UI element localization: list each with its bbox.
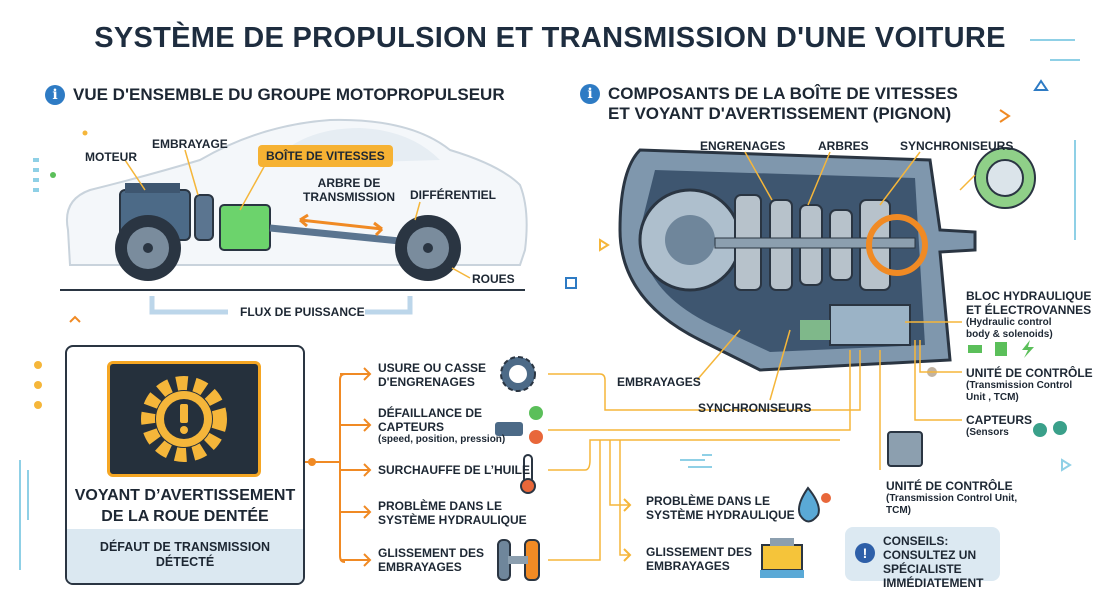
label-hydraulic-block: BLOC HYDRAULIQUE ET ÉLECTROVANNES (Hydra…	[966, 289, 1091, 341]
solenoid-icons	[968, 340, 1034, 358]
advice-line: IMMÉDIATEMENT	[883, 576, 984, 590]
label-sub: body & solenoids)	[966, 329, 1053, 340]
cause-line: D'ENGRENAGES	[378, 375, 475, 389]
label-line: ARBRE DE	[317, 176, 381, 190]
control-chip-icon	[887, 431, 923, 467]
label-synchronizers-top: SYNCHRONISEURS	[900, 139, 1014, 153]
label-clutches: EMBRAYAGES	[617, 375, 701, 389]
valve-body-icon	[760, 538, 804, 578]
info-icon: i	[580, 84, 600, 104]
title-line: DE LA ROUE DENTÉE	[101, 508, 269, 525]
cause-line: EMBRAYAGES	[646, 559, 730, 573]
label-differential: DIFFÉRENTIEL	[410, 188, 496, 202]
cause-sub: (speed, position, pression)	[378, 434, 506, 445]
thermometer-icon	[520, 454, 536, 494]
cause-line: EMBRAYAGES	[378, 560, 462, 574]
label-line: UNITÉ DE CONTRÔLE	[886, 479, 1013, 493]
front-wheel	[115, 215, 181, 281]
advice-title: CONSEILS:	[883, 534, 949, 548]
footer-line: DÉTECTÉ	[155, 555, 215, 569]
cause-line: GLISSEMENT DES	[378, 546, 485, 560]
cause-line: SURCHAUFFE DE L’HUILE	[378, 463, 531, 477]
label-wheels: ROUES	[472, 272, 515, 286]
title-line: VOYANT D’AVERTISSEMENT	[74, 487, 296, 504]
heading-text: VUE D'ENSEMBLE DU GROUPE MOTOPROPULSEUR	[73, 85, 505, 104]
gearbox-cutaway	[618, 147, 1036, 372]
advice-box: ! CONSEILS: CONSULTEZ UN SPÉCIALISTE IMM…	[845, 527, 1000, 590]
heading-line: COMPOSANTS DE LA BOÎTE DE VITESSES	[608, 84, 958, 103]
broken-gear-icon	[500, 356, 536, 392]
cause-line: DÉFAILLANCE DE	[378, 406, 483, 420]
info-icon: i	[45, 85, 65, 105]
label-line: UNITÉ DE CONTRÔLE	[966, 366, 1093, 380]
double-arrow	[299, 218, 383, 231]
clutch-icon	[497, 539, 540, 581]
label-gears: ENGRENAGES	[700, 139, 786, 153]
label-line: BLOC HYDRAULIQUE	[966, 289, 1092, 303]
cause-line: SYSTÈME HYDRAULIQUE	[378, 513, 527, 527]
label-sub: (Sensors	[966, 427, 1009, 438]
label-line: ET ÉLECTROVANNES	[966, 303, 1092, 317]
gear-warning-icon	[107, 361, 261, 477]
page-title: SYSTÈME DE PROPULSION ET TRANSMISSION D'…	[94, 22, 1006, 54]
label-sub: (Hydraulic control	[966, 317, 1052, 328]
label-clutch: EMBRAYAGE	[152, 137, 228, 151]
label-sub: TCM)	[886, 505, 911, 516]
label-sub: Unit , TCM)	[966, 392, 1019, 403]
label-gearbox: BOÎTE DE VITESSES	[258, 145, 393, 167]
label-line: CAPTEURS	[966, 413, 1033, 427]
advice-line: CONSULTEZ UN SPÉCIALISTE	[883, 548, 977, 576]
cause-line: GLISSEMENT DES	[646, 545, 753, 559]
rear-wheel	[395, 215, 461, 281]
label-engine: MOTEUR	[85, 150, 137, 164]
oil-drop-icon	[798, 486, 831, 523]
label-sensors: CAPTEURS (Sensors	[966, 413, 1032, 439]
cause-line: USURE OU CASSE	[378, 361, 487, 375]
label-sub: (Transmission Control	[966, 380, 1073, 391]
section-heading-powertrain: i VUE D'ENSEMBLE DU GROUPE MOTOPROPULSEUR	[45, 85, 505, 105]
label-synchronizers-bottom: SYNCHRONISEURS	[698, 401, 812, 415]
label-control-unit: UNITÉ DE CONTRÔLE (Transmission Control …	[966, 366, 1093, 404]
footer-line: DÉFAUT DE TRANSMISSION	[99, 540, 271, 554]
heading-line: ET VOYANT D'AVERTISSEMENT (PIGNON)	[608, 104, 952, 123]
clutch-shape	[194, 194, 214, 241]
alert-icon: !	[855, 543, 875, 563]
label-control-unit-2: UNITÉ DE CONTRÔLE (Transmission Control …	[886, 479, 1017, 517]
label-shafts: ARBRES	[818, 139, 869, 153]
sensor-icon	[495, 406, 543, 444]
sensor-icons	[1033, 421, 1067, 437]
cause-line: SYSTÈME HYDRAULIQUE	[646, 508, 795, 522]
cause-line: PROBLÈME DANS LE	[378, 499, 503, 513]
cause-line: PROBLÈME DANS LE	[646, 494, 771, 508]
label-line: TRANSMISSION	[303, 190, 396, 204]
label-sub: (Transmission Control Unit,	[886, 493, 1018, 504]
gearbox-shape	[219, 204, 271, 251]
cause-oil-overheat: SURCHAUFFE DE L’HUILE	[378, 463, 530, 477]
warning-title: VOYANT D’AVERTISSEMENT DE LA ROUE DENTÉE	[67, 485, 303, 527]
cause-line: CAPTEURS	[378, 420, 445, 434]
label-power-flow: FLUX DE PUISSANCE	[240, 305, 365, 319]
